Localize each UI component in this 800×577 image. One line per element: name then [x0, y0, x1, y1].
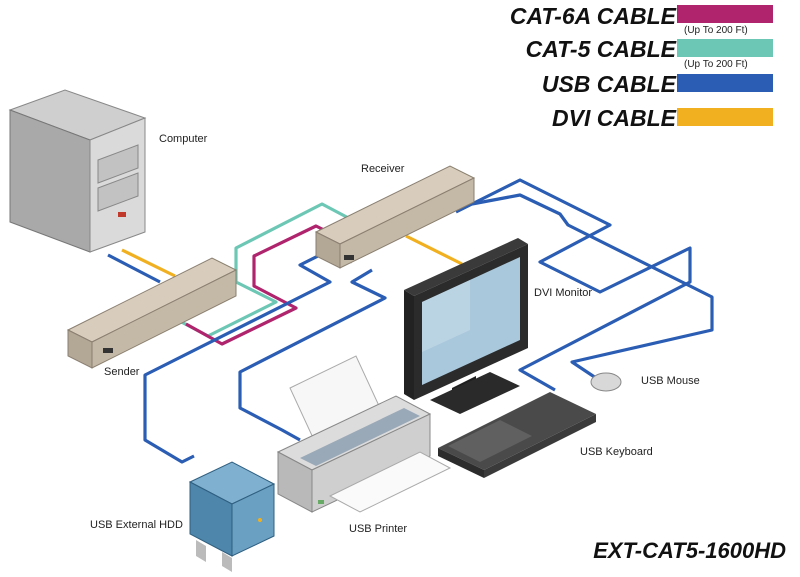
usb-cable-computer-sender	[107, 253, 161, 284]
legend-swatch-cat6a	[677, 5, 773, 23]
sender-box	[66, 257, 238, 369]
usb-cable-mouse	[471, 193, 714, 380]
label-usb-mouse: USB Mouse	[641, 375, 700, 387]
usb-mouse	[590, 372, 622, 392]
dvi-cable-computer-sender	[121, 248, 176, 278]
label-dvi-monitor: DVI Monitor	[534, 287, 593, 299]
legend-label-cat5: CAT-5 CABLE	[525, 36, 676, 62]
label-receiver: Receiver	[361, 163, 405, 175]
legend-swatch-usb	[677, 74, 773, 92]
legend-label-dvi: DVI CABLE	[552, 105, 676, 131]
legend-swatch-cat5	[677, 39, 773, 57]
legend-label-usb: USB CABLE	[541, 71, 676, 97]
legend-note-cat5: (Up To 200 Ft)	[684, 59, 748, 70]
label-computer: Computer	[159, 133, 208, 145]
cat6a-cable	[185, 224, 357, 346]
legend-note-cat6a: (Up To 200 Ft)	[684, 25, 748, 36]
receiver-box	[314, 165, 476, 269]
legend-label-cat6a: CAT-6A CABLE	[509, 3, 676, 29]
usb-external-hdd	[188, 461, 276, 572]
computer-tower	[8, 89, 147, 253]
usb-printer	[276, 355, 452, 513]
usb-keyboard	[438, 392, 596, 478]
legend-swatch-dvi	[677, 108, 773, 126]
label-usb-keyboard: USB Keyboard	[580, 446, 653, 458]
dvi-cable-receiver-monitor	[405, 234, 463, 266]
label-usb-external-hdd: USB External HDD	[90, 519, 183, 531]
usb-cable-keyboard	[455, 178, 692, 392]
dvi-monitor	[404, 238, 528, 414]
label-sender: Sender	[104, 366, 140, 378]
usb-cable-printer	[238, 268, 387, 442]
model-name: EXT-CAT5-1600HD	[593, 538, 786, 563]
label-usb-printer: USB Printer	[349, 523, 408, 535]
